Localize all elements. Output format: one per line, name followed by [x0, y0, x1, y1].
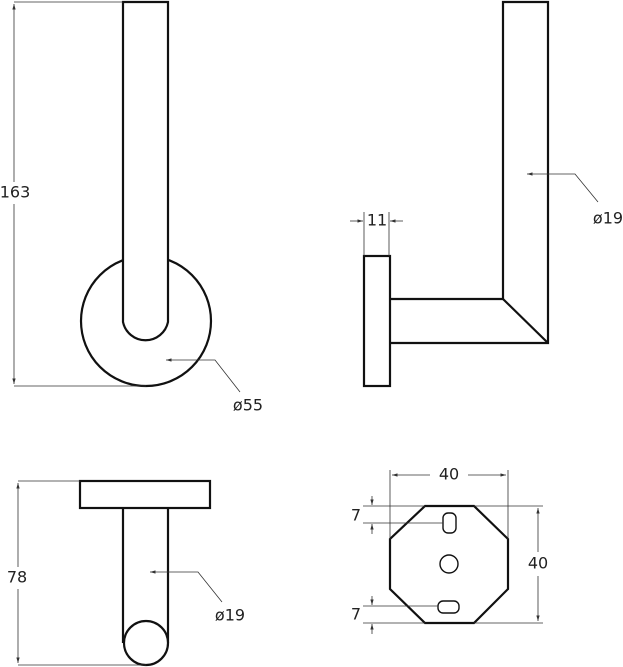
base-diameter-label: ø55 — [233, 396, 263, 415]
back-view: 40 40 7 7 — [351, 465, 548, 634]
height-label: 163 — [0, 183, 30, 202]
octagon-plate — [388, 504, 510, 625]
side-view: 11 ø19 — [350, 0, 623, 388]
back-height-label: 40 — [528, 554, 548, 573]
wall-plate-top — [78, 479, 212, 510]
depth-label: 78 — [7, 568, 27, 587]
wall-plate — [362, 254, 392, 388]
front-view: 163 ø55 — [0, 0, 263, 415]
plate-thickness-label: 11 — [367, 211, 387, 230]
top-rod-diameter-label: ø19 — [215, 606, 245, 625]
top-view: 78 ø19 — [2, 479, 245, 667]
vertical-rod — [121, 0, 170, 342]
rod-diameter-label: ø19 — [593, 209, 623, 228]
diameter-leader — [166, 358, 241, 393]
top-slot — [442, 512, 457, 534]
center-hole — [439, 554, 459, 574]
bent-rod — [390, 0, 550, 345]
width-label: 40 — [439, 465, 459, 484]
top-slot-label: 7 — [351, 506, 361, 525]
bottom-slot-label: 7 — [351, 605, 361, 624]
bottom-slot — [437, 600, 460, 614]
